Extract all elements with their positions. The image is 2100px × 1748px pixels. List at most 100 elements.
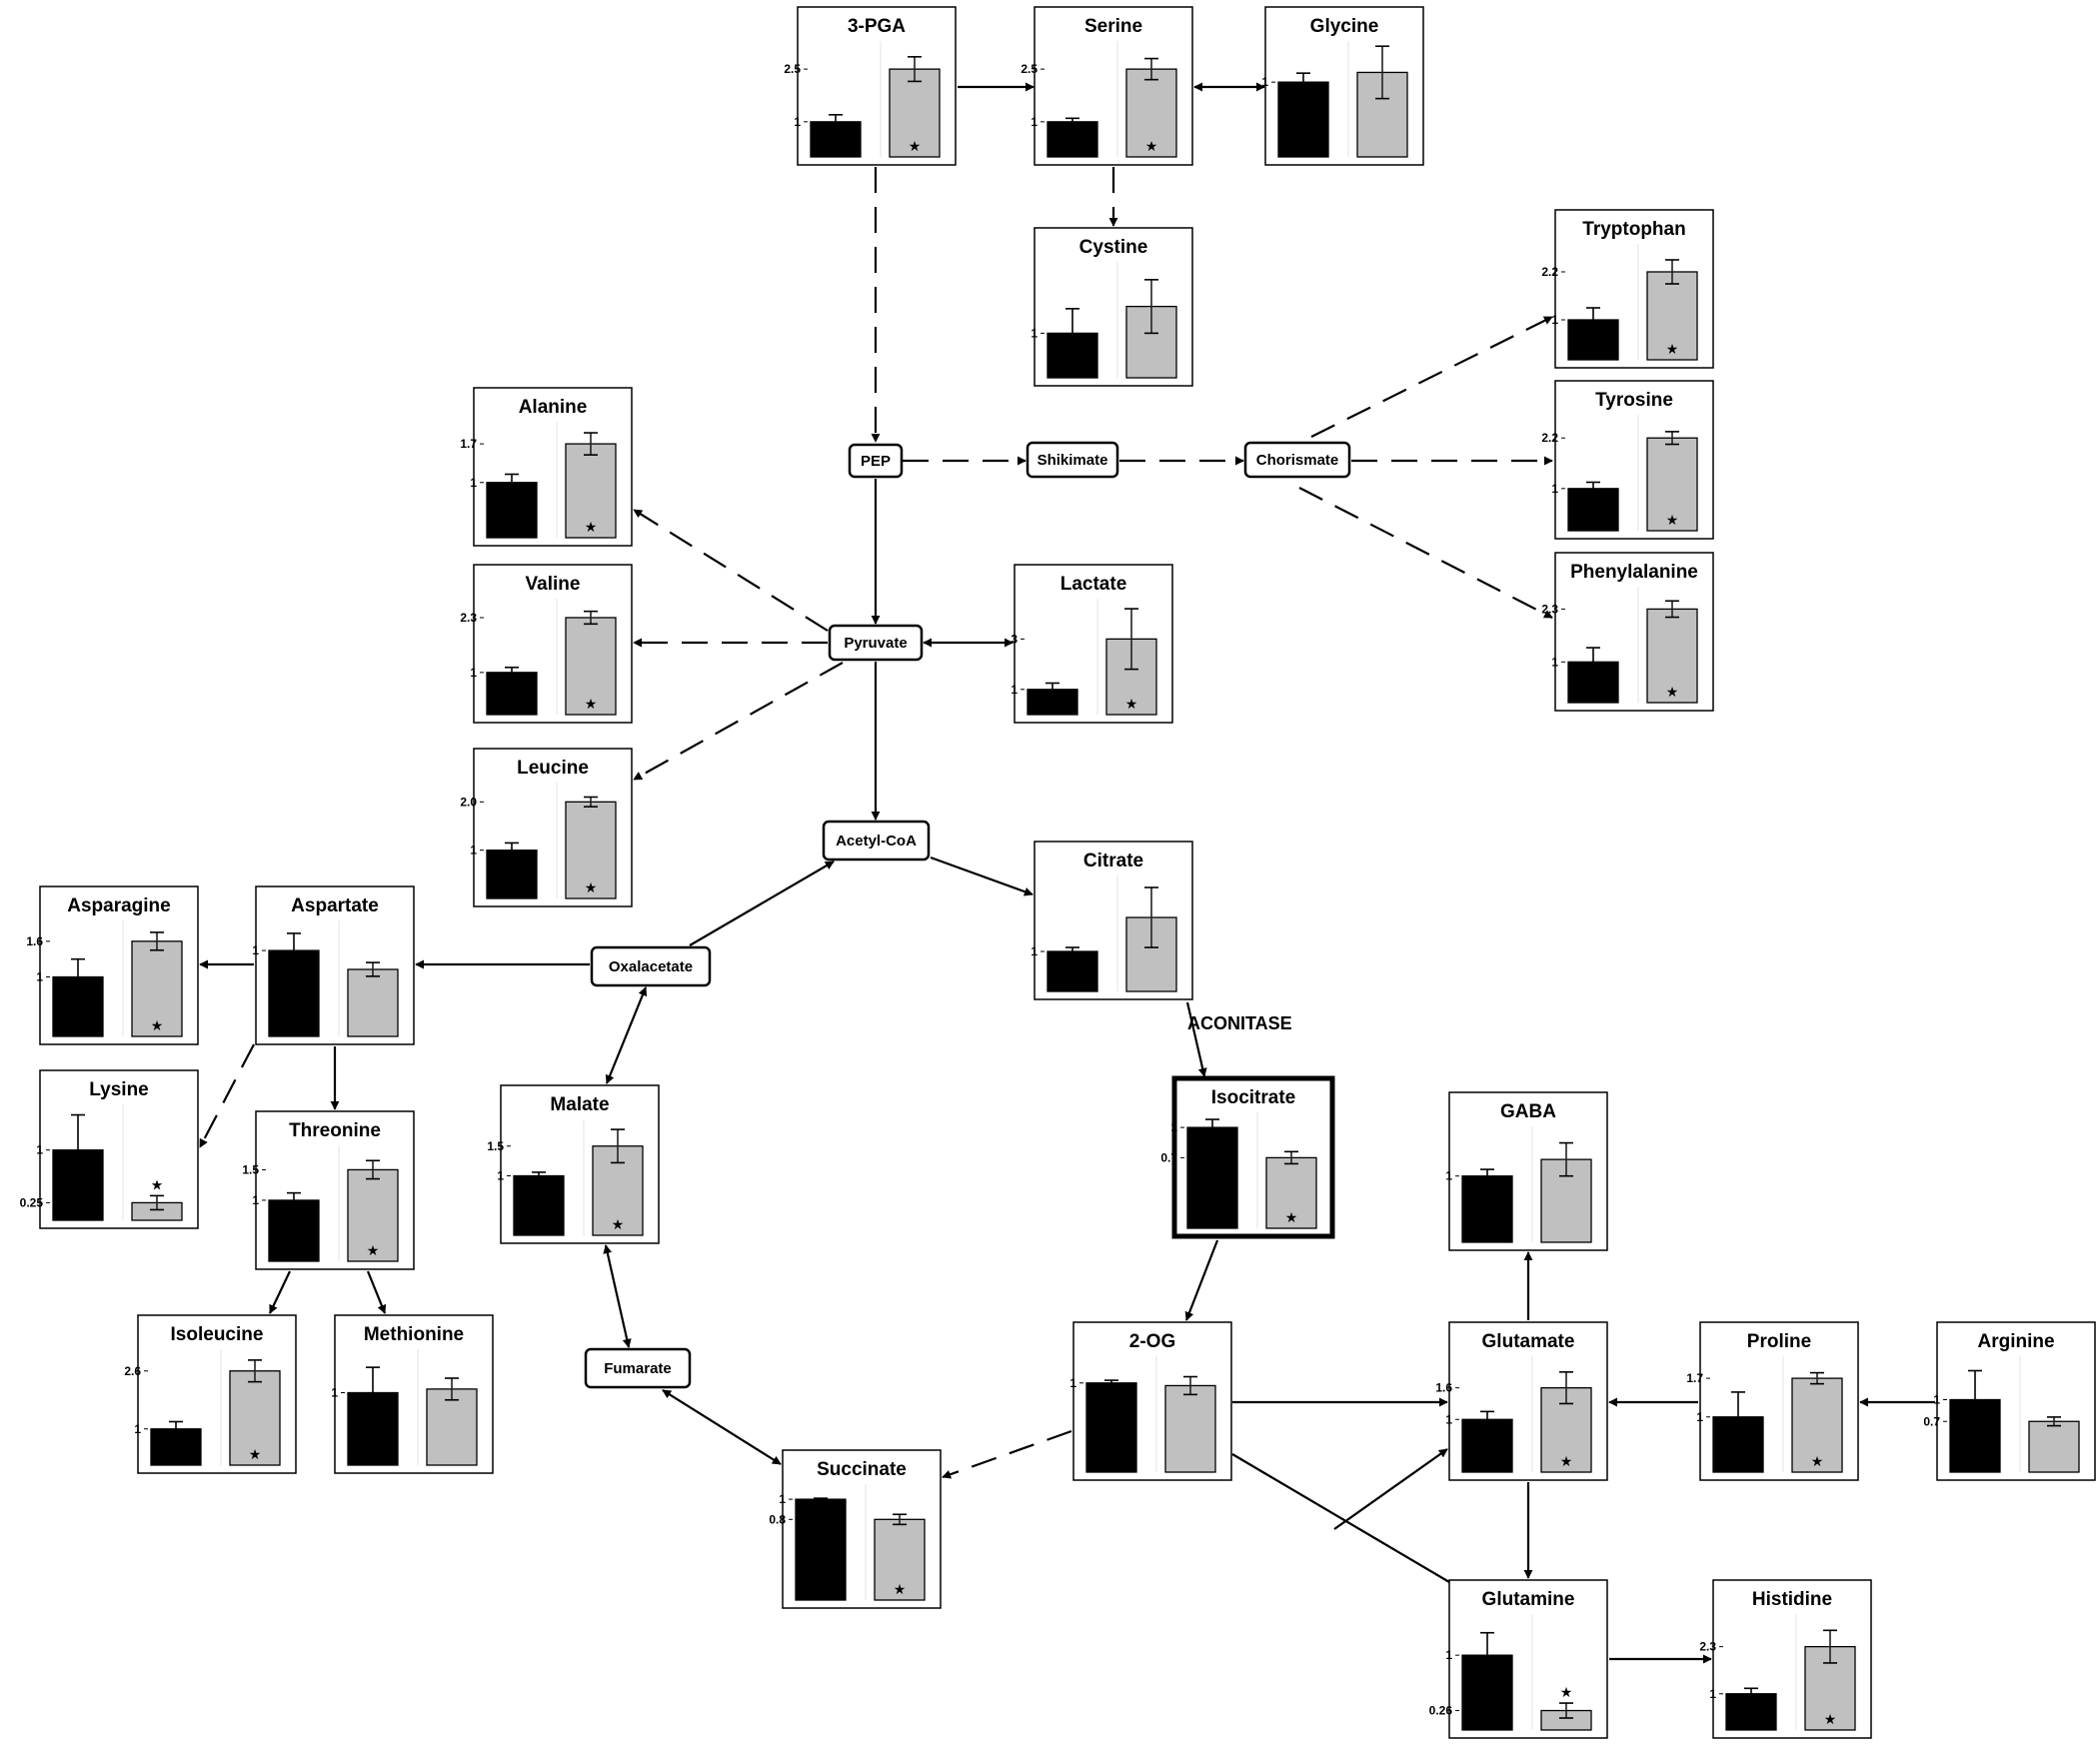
y-tick-label: 1 <box>1031 944 1038 958</box>
chart-title: Phenylalanine <box>1570 562 1698 583</box>
significance-star-icon: ★ <box>249 1447 262 1463</box>
error-bar <box>2047 1416 2061 1427</box>
y-tick-label: 1 <box>470 666 477 680</box>
y-tick-label: 2.2 <box>1541 265 1558 279</box>
y-tick-label: 1 <box>1445 1169 1452 1183</box>
error-bar <box>1586 647 1600 678</box>
error-bar <box>814 1497 828 1501</box>
chart-title: Serine <box>1084 16 1142 37</box>
y-tick-label: 1.7 <box>1686 1371 1703 1385</box>
error-bar <box>1586 481 1600 496</box>
error-bar <box>1665 431 1679 446</box>
error-bar <box>584 610 598 626</box>
bar-treated <box>889 68 941 158</box>
y-tick-label: 1 <box>1551 313 1558 327</box>
bar-control <box>1461 1418 1513 1473</box>
y-tick-label: 2.3 <box>1699 1640 1716 1654</box>
y-tick-label: 0.7 <box>1923 1414 1940 1428</box>
bar-treated <box>347 1168 399 1262</box>
significance-star-icon: ★ <box>1666 685 1679 701</box>
node-box <box>828 624 924 662</box>
error-bar <box>908 56 922 83</box>
y-tick-label: 1 <box>1031 115 1038 129</box>
error-bar <box>169 1420 183 1437</box>
pathway-arrow <box>942 1429 1072 1479</box>
error-bar <box>829 114 843 130</box>
bar-control <box>1047 950 1098 992</box>
pathway-arrow <box>689 861 835 946</box>
pathway-arrow <box>1298 487 1553 619</box>
bar-treated <box>1265 1156 1317 1229</box>
pathway-arrow <box>1185 1001 1207 1077</box>
y-tick-label: 1.7 <box>460 437 477 451</box>
y-tick-label: 3 <box>1011 632 1018 646</box>
y-tick-label: 1 <box>252 1193 259 1207</box>
error-bar <box>1284 1150 1298 1165</box>
y-tick-label: 1 <box>794 115 801 129</box>
y-tick-label: 1.5 <box>487 1139 504 1153</box>
error-bar <box>505 842 519 859</box>
node-box <box>822 820 931 862</box>
chart-title: Glutamate <box>1482 1331 1575 1352</box>
y-tick-label: 1 <box>779 1492 786 1506</box>
error-bar <box>584 432 598 456</box>
y-tick-label: 1 <box>134 1422 141 1436</box>
significance-star-icon: ★ <box>585 520 598 536</box>
significance-star-icon: ★ <box>585 880 598 896</box>
error-bar <box>1823 1629 1837 1664</box>
chart-title: Aspartate <box>291 895 379 916</box>
y-tick-label: 1 <box>470 476 477 490</box>
error-bar <box>1205 1118 1219 1136</box>
significance-star-icon: ★ <box>1811 1454 1824 1470</box>
error-bar <box>893 1513 907 1526</box>
bar-control <box>486 850 538 899</box>
chart-title: GABA <box>1500 1101 1556 1122</box>
error-bar <box>1586 307 1600 333</box>
y-tick-label: 0.8 <box>769 1512 786 1526</box>
chart-title: Tyrosine <box>1595 390 1673 411</box>
y-tick-label: 2.2 <box>1541 431 1558 445</box>
bar-treated <box>565 443 617 539</box>
chart-title: Malate <box>550 1094 609 1115</box>
error-bar <box>248 1359 262 1383</box>
y-tick-label: 2.5 <box>784 62 801 76</box>
bar-treated <box>1646 271 1698 361</box>
node-fumarate: Fumarate <box>584 1347 692 1389</box>
chart-title: Isocitrate <box>1211 1087 1295 1108</box>
pathway-arrow <box>603 1244 632 1348</box>
significance-star-icon: ★ <box>1824 1712 1837 1728</box>
y-tick-label: 1.6 <box>26 934 43 948</box>
node-label: Fumarate <box>604 1360 672 1377</box>
pathway-arrow <box>1231 1453 1450 1583</box>
pathway-arrow <box>1310 316 1553 438</box>
significance-star-icon: ★ <box>1666 513 1679 529</box>
error-bar <box>1046 682 1059 697</box>
significance-star-icon: ★ <box>909 139 922 155</box>
chart-title: Succinate <box>817 1459 907 1480</box>
error-bar <box>1144 57 1158 81</box>
error-bar <box>366 1366 380 1419</box>
error-bar <box>584 796 598 808</box>
y-tick-label: 0.7 <box>1160 1150 1177 1164</box>
y-tick-label: 1 <box>1551 482 1558 496</box>
chart-title: Isoleucine <box>171 1324 264 1345</box>
y-tick-label: 0.26 <box>1429 1704 1453 1718</box>
error-bar <box>1065 946 1079 956</box>
error-bar <box>150 1194 164 1211</box>
node-chorismate: Chorismate <box>1243 441 1351 479</box>
error-bar <box>1065 117 1079 127</box>
chart-title: 2-OG <box>1129 1331 1175 1352</box>
y-tick-label: 2.3 <box>460 611 477 625</box>
y-tick-label: 1.5 <box>242 1162 259 1176</box>
bar-treated <box>131 940 183 1037</box>
error-bar <box>1104 1379 1118 1387</box>
significance-star-icon: ★ <box>1145 139 1158 155</box>
error-bar <box>505 473 519 492</box>
node-box <box>590 945 712 987</box>
y-tick-label: 1 <box>36 1143 43 1157</box>
